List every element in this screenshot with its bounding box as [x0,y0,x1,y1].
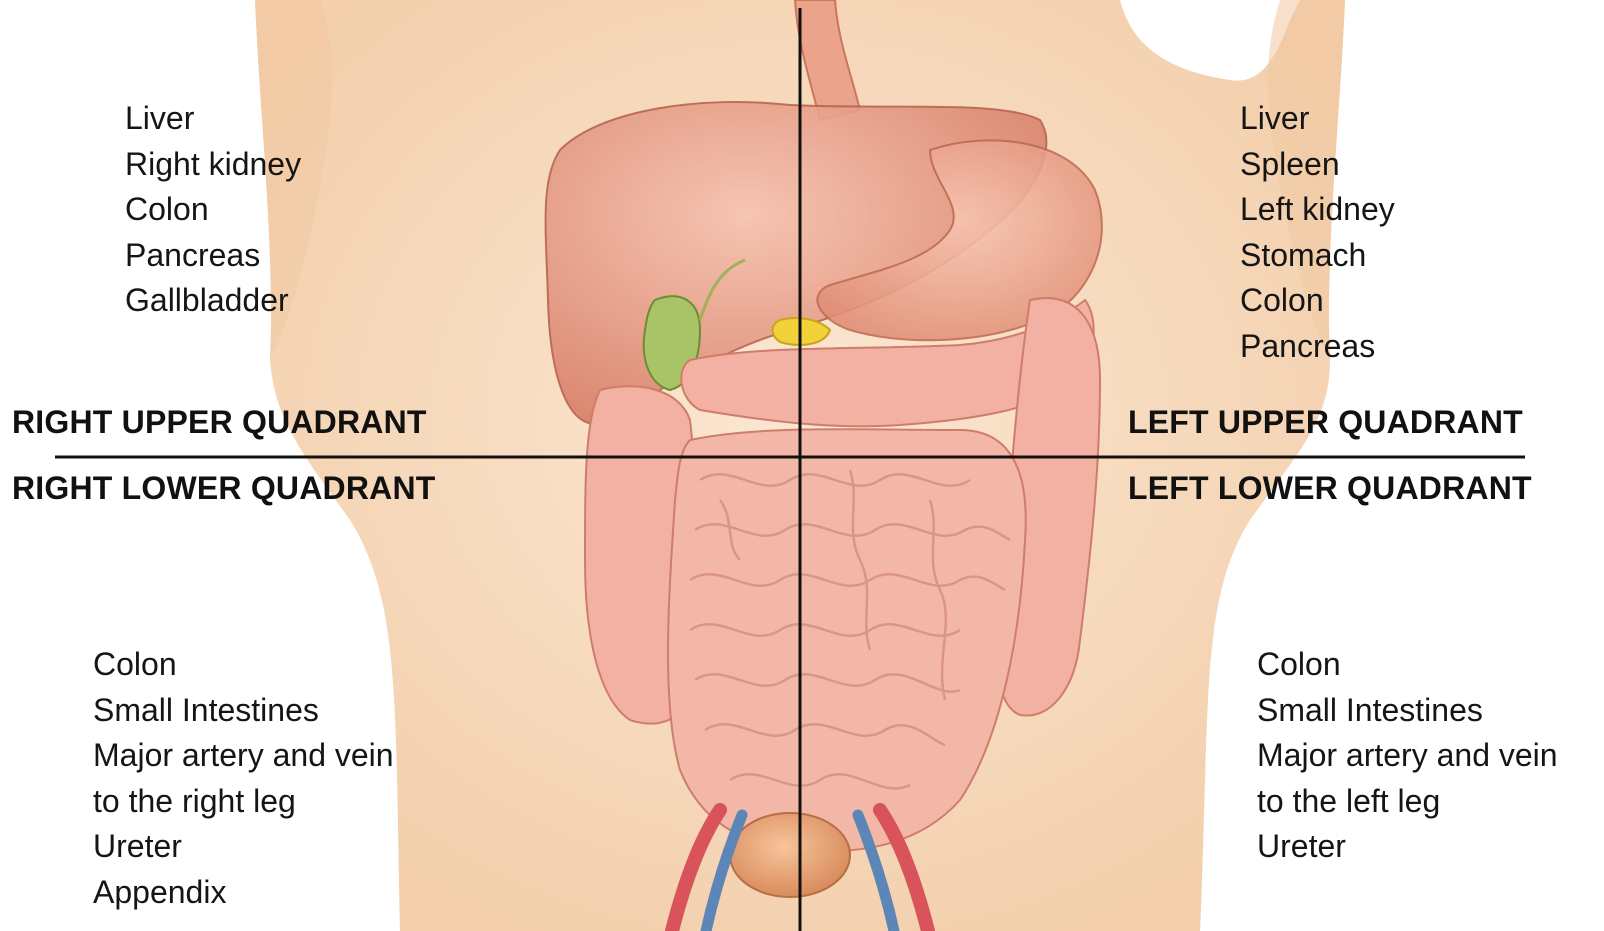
organ-label: Gallbladder [125,278,301,324]
left-upper-organ-list: Liver Spleen Left kidney Stomach Colon P… [1240,96,1395,369]
right-lower-organ-list: Colon Small Intestines Major artery and … [93,642,394,915]
organ-label: to the right leg [93,779,394,825]
organ-label: Right kidney [125,142,301,188]
organ-label: Ureter [1257,824,1558,870]
organ-label: Small Intestines [1257,688,1558,734]
left-upper-quadrant-title: LEFT UPPER QUADRANT [1128,404,1523,441]
organ-label: Liver [1240,96,1395,142]
organ-label: Colon [93,642,394,688]
organ-label: Stomach [1240,233,1395,279]
left-lower-organ-list: Colon Small Intestines Major artery and … [1257,642,1558,870]
right-upper-quadrant-title: RIGHT UPPER QUADRANT [12,404,427,441]
organ-label: Ureter [93,824,394,870]
right-lower-quadrant-title: RIGHT LOWER QUADRANT [12,470,436,507]
organ-label: Left kidney [1240,187,1395,233]
organ-label: Major artery and vein [93,733,394,779]
organ-label: Colon [1257,642,1558,688]
organ-label: Colon [125,187,301,233]
right-upper-organ-list: Liver Right kidney Colon Pancreas Gallbl… [125,96,301,324]
bladder [730,813,850,897]
left-lower-quadrant-title: LEFT LOWER QUADRANT [1128,470,1532,507]
organ-label: Spleen [1240,142,1395,188]
organ-label: Pancreas [1240,324,1395,370]
organ-label: Liver [125,96,301,142]
organ-label: Appendix [93,870,394,916]
organ-label: Small Intestines [93,688,394,734]
organ-label: Major artery and vein [1257,733,1558,779]
organ-label: Colon [1240,278,1395,324]
organ-label: to the left leg [1257,779,1558,825]
organ-label: Pancreas [125,233,301,279]
